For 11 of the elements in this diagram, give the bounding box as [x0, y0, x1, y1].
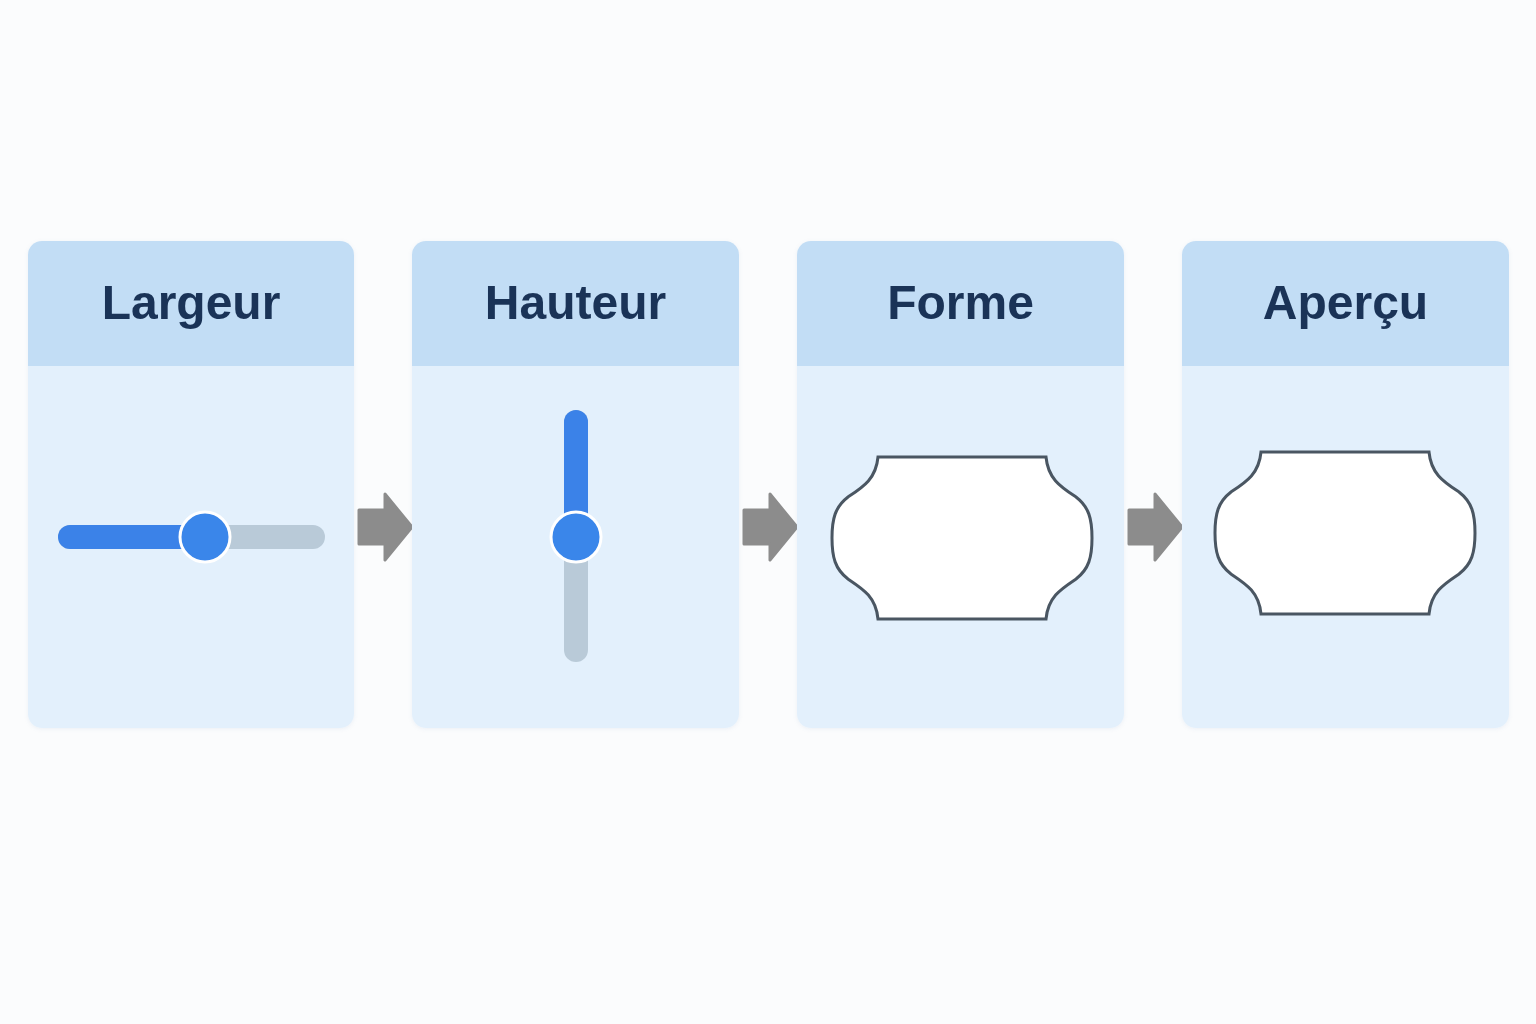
step-card — [412, 241, 739, 728]
card-title: Largeur — [101, 277, 281, 330]
card-title: Aperçu — [1262, 277, 1429, 330]
step-card — [28, 241, 354, 728]
step-card — [797, 241, 1124, 728]
arrow — [742, 492, 799, 562]
arrow — [1127, 492, 1184, 562]
card-title: Hauteur — [484, 277, 667, 330]
step-card — [1182, 241, 1509, 728]
card-title: Forme — [887, 277, 1034, 330]
arrow — [357, 492, 414, 562]
